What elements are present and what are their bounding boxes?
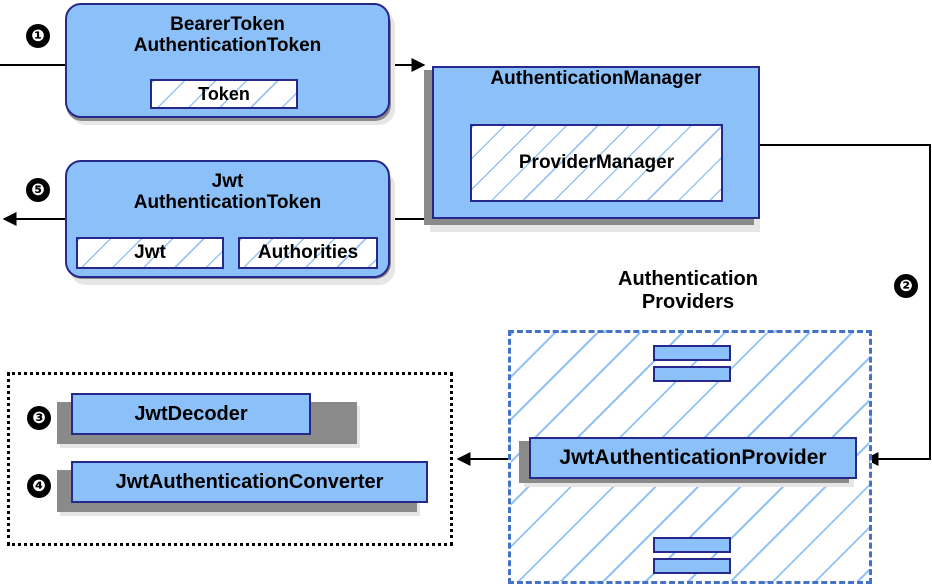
jwt-components-container xyxy=(7,372,453,546)
provider-stack-top-bar-2 xyxy=(653,366,731,382)
bearer-token-title: BearerToken AuthenticationToken xyxy=(133,14,322,57)
step-badge-5: ❺ xyxy=(26,178,50,202)
slot-jwt: Jwt xyxy=(76,237,224,269)
step-badge-1: ❶ xyxy=(26,24,50,48)
node-jwt-authentication-converter[interactable]: JwtAuthenticationConverter xyxy=(71,461,428,503)
slot-token: Token xyxy=(150,79,298,109)
slot-authorities: Authorities xyxy=(238,237,378,269)
node-jwt-authentication-token[interactable]: Jwt AuthenticationToken xyxy=(65,160,390,278)
authentication-providers-label: Authentication Providers xyxy=(618,268,758,313)
step-badge-4: ❹ xyxy=(27,474,51,498)
step-badge-3: ❸ xyxy=(27,406,51,430)
jwt-token-title: Jwt AuthenticationToken xyxy=(133,171,322,214)
slot-provider-manager: ProviderManager xyxy=(470,124,723,202)
provider-stack-bottom-bar-2 xyxy=(653,558,731,574)
provider-stack-top-bar-1 xyxy=(653,345,731,361)
node-jwt-decoder[interactable]: JwtDecoder xyxy=(71,393,311,435)
step-badge-2: ❷ xyxy=(894,274,918,298)
node-bearer-token-authentication-token[interactable]: BearerToken AuthenticationToken xyxy=(65,3,390,118)
node-jwt-authentication-provider[interactable]: JwtAuthenticationProvider xyxy=(529,437,857,479)
provider-stack-bottom-bar-1 xyxy=(653,537,731,553)
authentication-manager-title: AuthenticationManager xyxy=(490,68,702,89)
